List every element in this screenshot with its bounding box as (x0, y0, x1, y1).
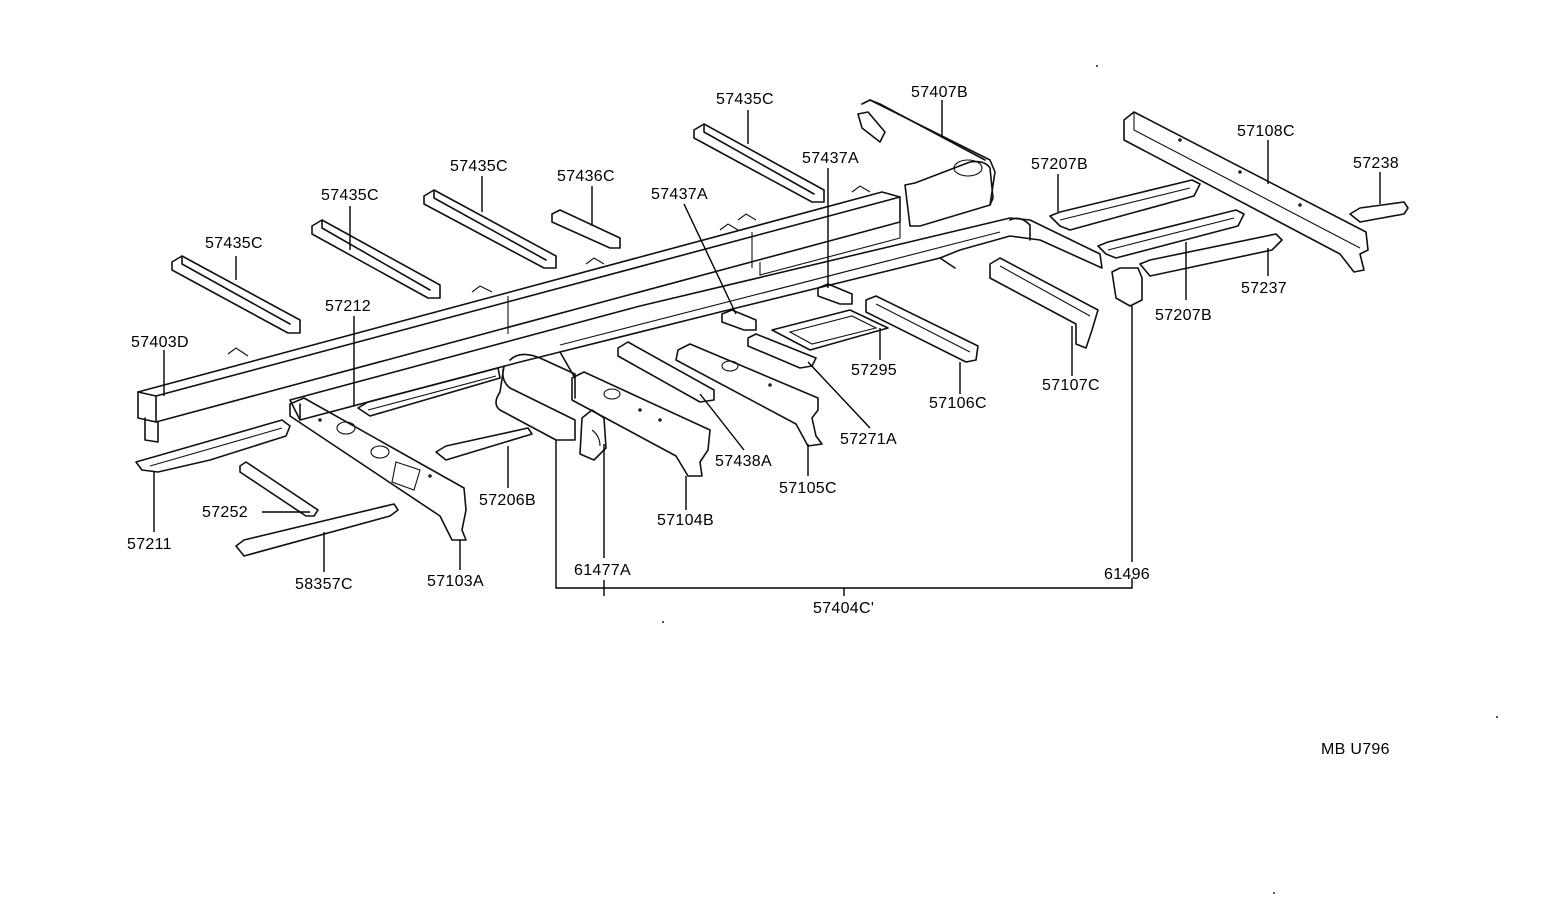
bracket-57407b (857, 99, 996, 206)
member-57207b-lower (1097, 209, 1245, 259)
label-57108c: 57108C (1237, 123, 1295, 140)
label-57404c: 57404C' (813, 600, 874, 617)
crossmember-57108c (1123, 111, 1369, 273)
label-61496: 61496 (1104, 566, 1150, 583)
label-57211: 57211 (127, 536, 172, 553)
cross-member-57435c-4 (693, 123, 825, 203)
label-57295: 57295 (851, 362, 897, 379)
member-57206b (435, 427, 533, 461)
label-57271a: 57271A (840, 431, 897, 448)
label-57212: 57212 (325, 298, 371, 315)
label-57435c-3: 57435C (450, 158, 508, 175)
crossmember-57104b (571, 371, 711, 477)
label-57107c: 57107C (1042, 377, 1100, 394)
member-57207b-upper (1049, 179, 1201, 231)
bracket-57437a-a (721, 309, 757, 331)
member-57271a (747, 333, 817, 369)
label-57238: 57238 (1353, 155, 1399, 172)
label-57435c-2: 57435C (321, 187, 379, 204)
plate-57238 (1349, 201, 1409, 223)
cross-member-57435c-3 (423, 189, 557, 269)
cross-member-57435c-2 (311, 219, 441, 299)
label-61477a: 61477A (574, 562, 631, 579)
label-57403d: 57403D (131, 334, 189, 351)
drawing-code: MB U796 (1321, 741, 1390, 758)
member-57211 (135, 419, 291, 473)
label-57206b: 57206B (479, 492, 536, 509)
strip-57252 (239, 461, 319, 517)
label-57435c-4: 57435C (716, 91, 774, 108)
label-57435c-1: 57435C (205, 235, 263, 252)
side-rail-57403d (137, 191, 901, 443)
bracket-61477a (579, 409, 607, 461)
callout-labels: 57435C 57435C 57435C 57435C 57436C 57437… (127, 84, 1399, 758)
label-57106c: 57106C (929, 395, 987, 412)
label-57407b: 57407B (911, 84, 968, 101)
strip-58357c (235, 503, 399, 557)
frame-rail-57404c (289, 159, 1103, 441)
label-57438a: 57438A (715, 453, 772, 470)
label-57437a-right: 57437A (802, 150, 859, 167)
member-57106c (865, 295, 979, 363)
label-57437a-left: 57437A (651, 186, 708, 203)
label-57103a: 57103A (427, 573, 484, 590)
crossmember-57105c (675, 343, 823, 447)
label-58357c: 58357C (295, 576, 353, 593)
leader-lines (153, 100, 1381, 596)
label-57207b-top: 57207B (1031, 156, 1088, 173)
cross-member-57435c-1 (171, 255, 301, 334)
rail-tabs (227, 185, 871, 357)
member-57438a (617, 341, 715, 403)
bracket-57436c (551, 209, 621, 249)
label-57252: 57252 (202, 504, 248, 521)
label-57436c: 57436C (557, 168, 615, 185)
crossmember-57103a (289, 397, 467, 541)
member-57212 (357, 367, 501, 417)
scan-specks (662, 65, 1498, 894)
member-57107c (989, 257, 1099, 349)
label-57207b-bottom: 57207B (1155, 307, 1212, 324)
label-57237: 57237 (1241, 280, 1287, 297)
plate-57295 (771, 309, 889, 351)
member-57237 (1139, 233, 1283, 277)
label-57104b: 57104B (657, 512, 714, 529)
label-57105c: 57105C (779, 480, 837, 497)
bracket-61496 (1111, 267, 1143, 307)
